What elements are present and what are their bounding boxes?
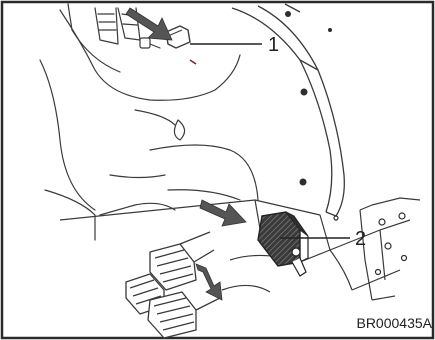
callout-1-number: 1 [268,34,279,56]
image-code-label: BR000435A [356,315,432,331]
callout-2-number: 2 [355,228,366,250]
